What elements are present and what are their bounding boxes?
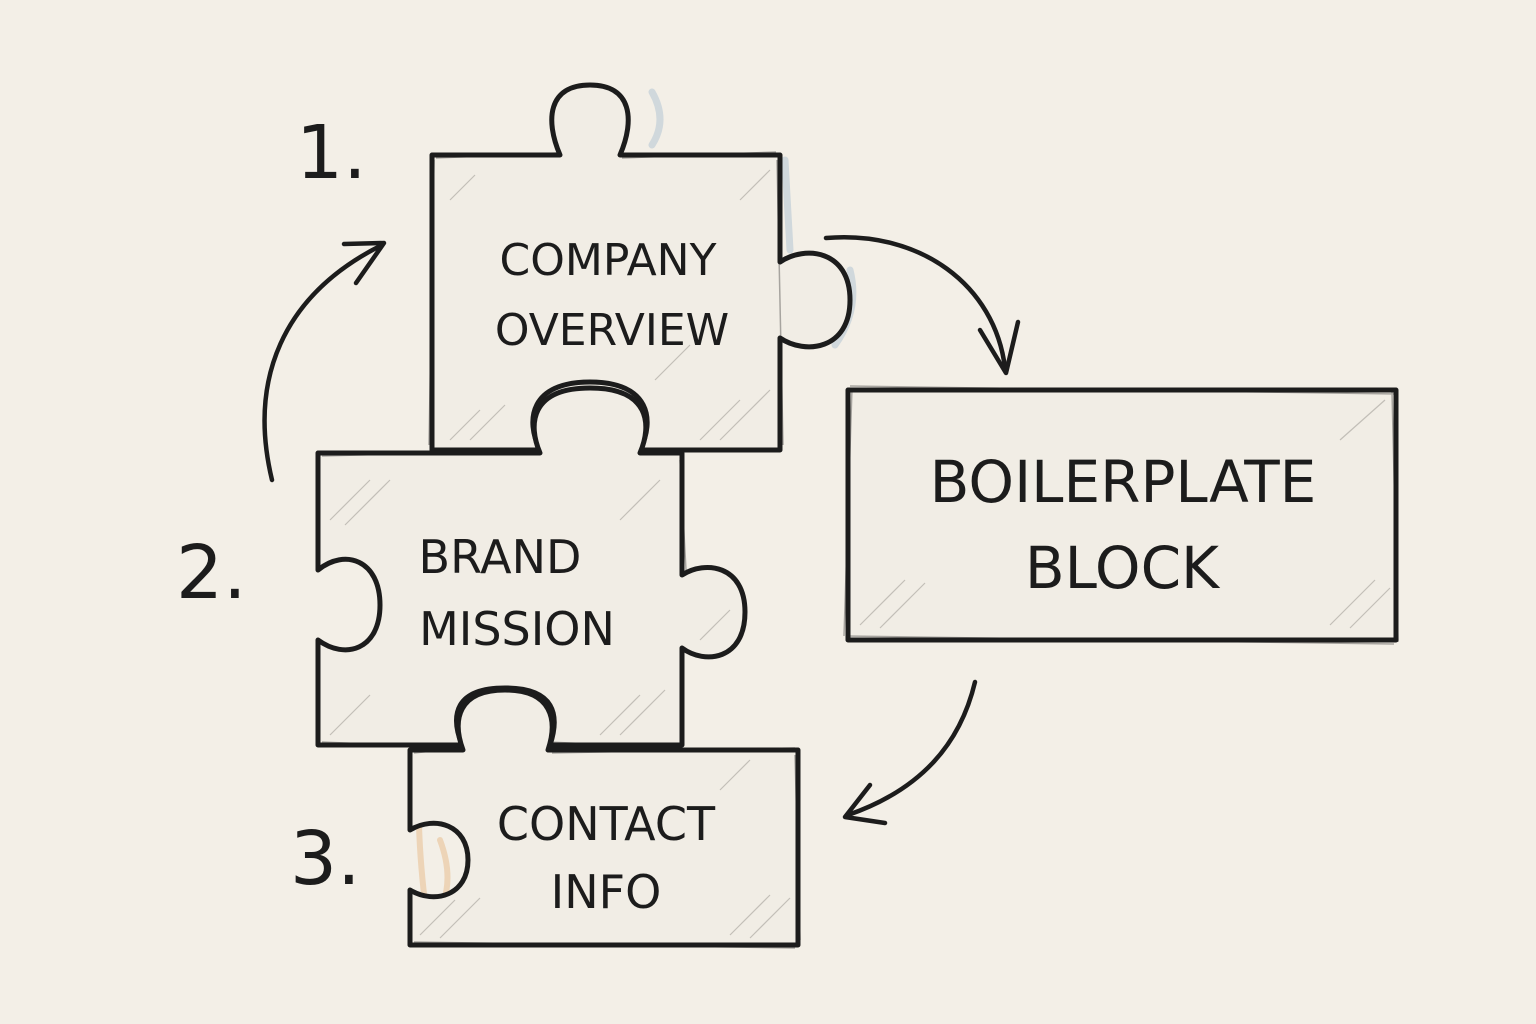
hatch-texture <box>449 169 771 441</box>
hatch-texture <box>859 399 1391 629</box>
arrow-overview-to-boilerplate <box>823 234 1021 376</box>
step-number-3: 3. <box>290 816 361 902</box>
contact-info-label-line2: INFO <box>551 865 662 919</box>
step-number-2: 2. <box>176 530 247 616</box>
arrow-step2-to-step1 <box>262 240 387 483</box>
boilerplate-label-line1: BOILERPLATE <box>930 448 1317 516</box>
puzzle-piece-brand-mission <box>315 385 748 749</box>
boilerplate-label-line2: BLOCK <box>1025 534 1221 602</box>
company-overview-label-line2: OVERVIEW <box>495 305 729 356</box>
puzzle-piece-contact-info <box>407 687 801 949</box>
step-number-1: 1. <box>296 110 367 196</box>
hatch-texture <box>329 479 731 736</box>
boilerplate-block-box <box>843 385 1399 645</box>
brand-mission-label-line1: BRAND <box>419 530 582 584</box>
puzzle-piece-company-overview <box>428 82 853 453</box>
contact-info-label-line1: CONTACT <box>497 797 716 851</box>
arrow-boilerplate-to-contact <box>842 679 978 826</box>
company-overview-label-line1: COMPANY <box>500 235 717 286</box>
hatch-texture <box>419 759 791 939</box>
brand-mission-label-line2: MISSION <box>419 602 615 656</box>
